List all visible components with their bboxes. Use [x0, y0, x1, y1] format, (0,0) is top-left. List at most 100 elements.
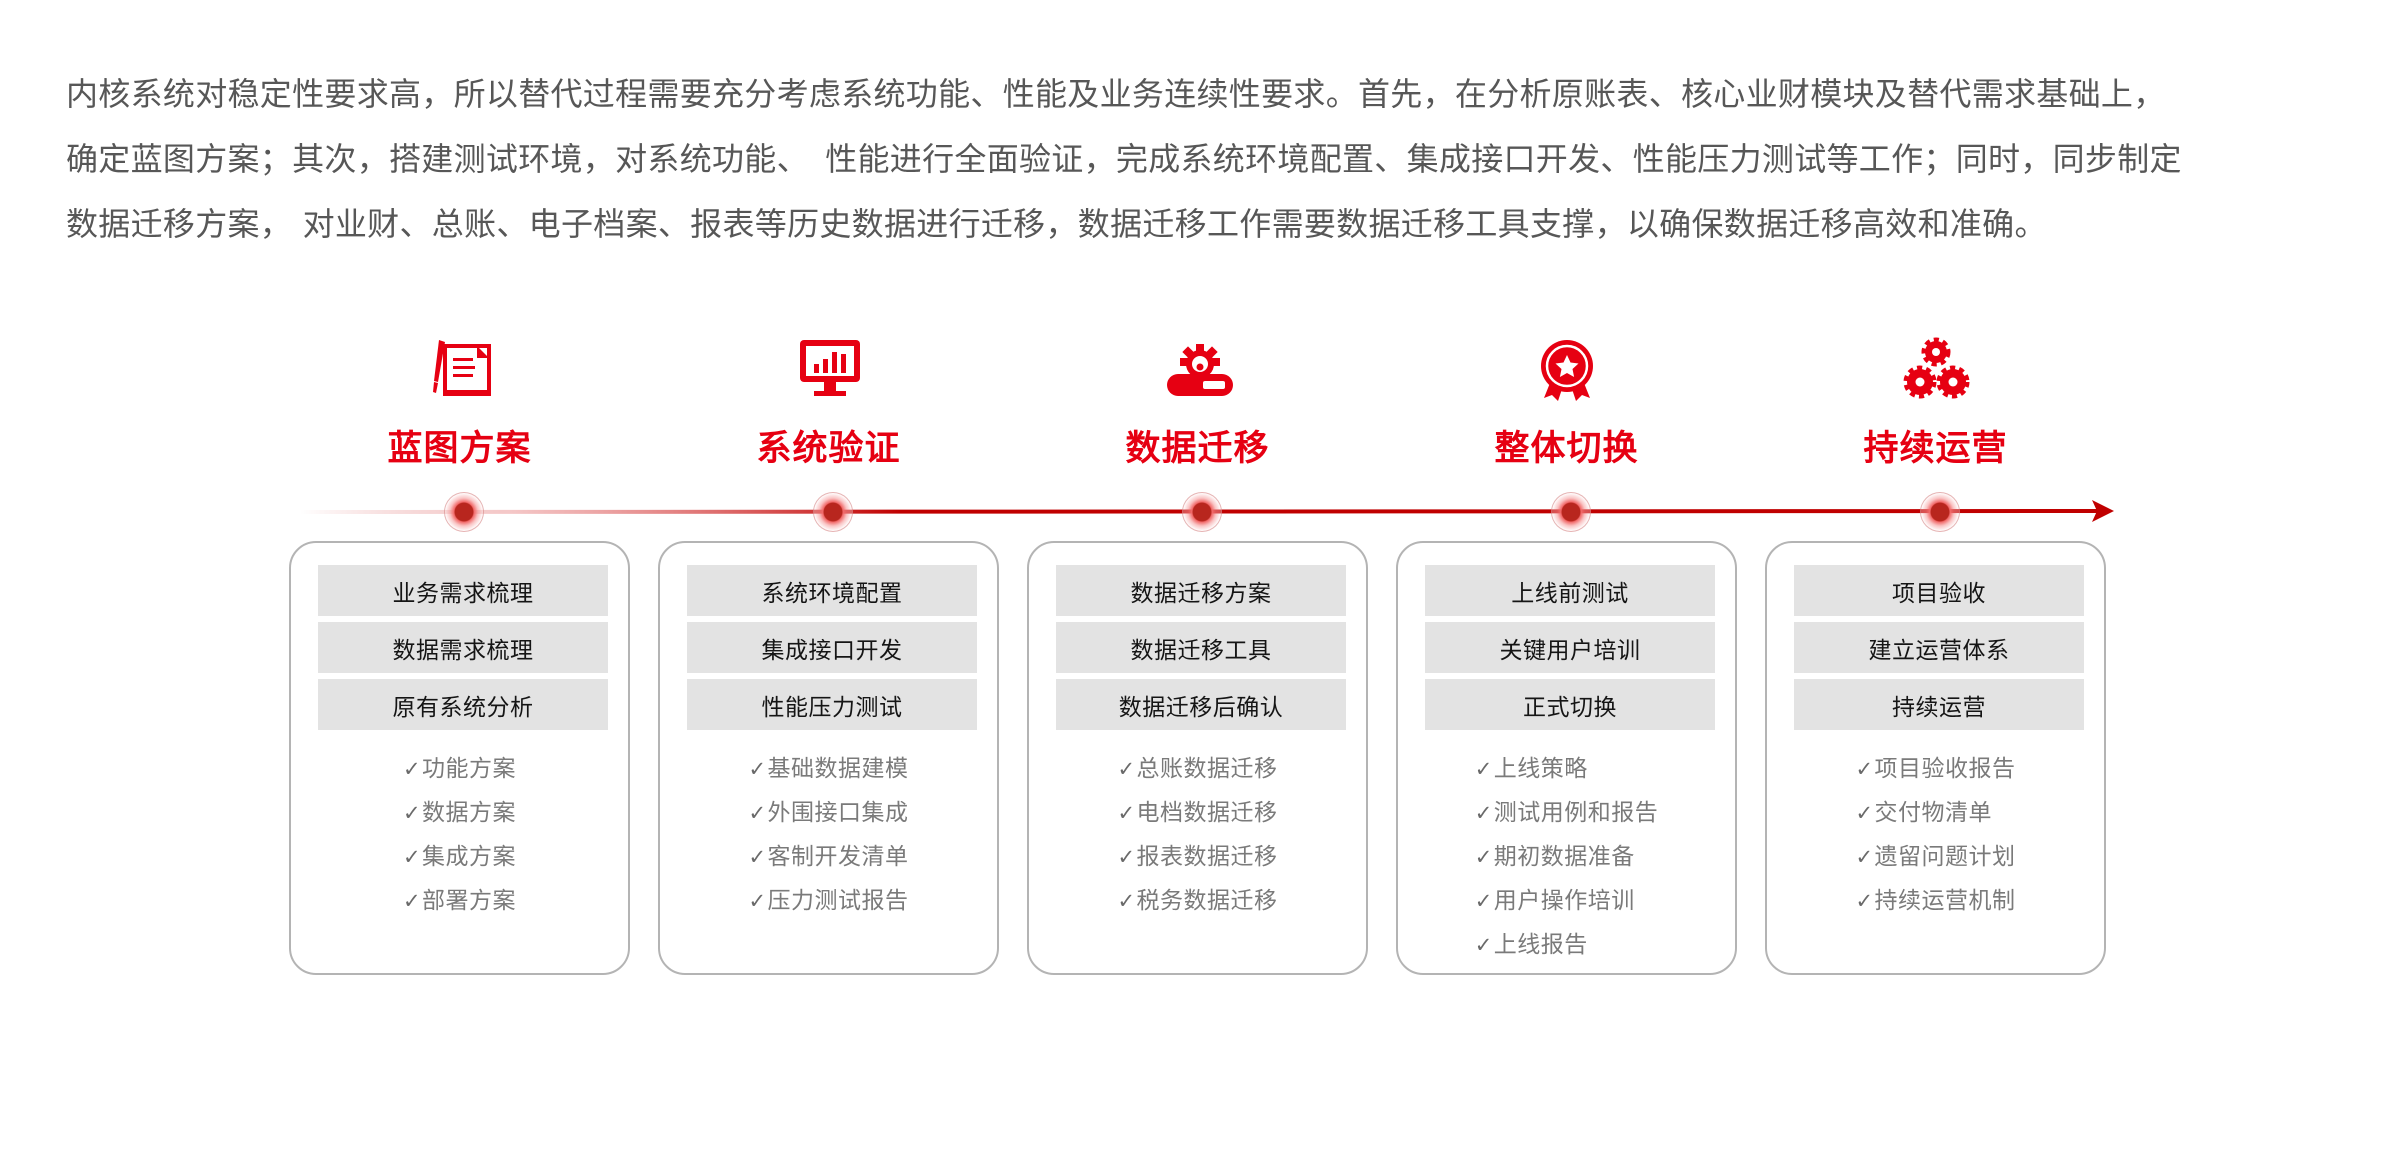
deliverable-item: ✓功能方案: [403, 747, 516, 791]
deliverable-item: ✓集成方案: [403, 835, 516, 879]
deliverable-label: 集成方案: [422, 844, 517, 870]
timeline-node: [812, 492, 853, 532]
task-box: 原有系统分析: [318, 679, 608, 730]
deliverable-item: ✓上线策略: [1475, 747, 1659, 791]
deliverable-item: ✓报表数据迁移: [1117, 835, 1277, 879]
checkmark-icon: ✓: [1855, 845, 1874, 869]
task-box: 数据迁移后确认: [1056, 679, 1346, 730]
deliverable-label: 电档数据迁移: [1136, 800, 1278, 826]
award-badge-icon: [1532, 336, 1602, 402]
deliverable-label: 税务数据迁移: [1136, 888, 1278, 914]
checkmark-icon: ✓: [1474, 757, 1493, 781]
checkmark-icon: ✓: [1117, 845, 1136, 869]
deliverable-label: 上线策略: [1493, 756, 1588, 782]
document-pen-icon: [425, 336, 495, 402]
stage-title: 数据迁移: [1125, 429, 1270, 469]
deliverable-item: ✓部署方案: [403, 879, 516, 923]
task-box: 上线前测试: [1425, 565, 1715, 616]
deliverable-item: ✓项目验收报告: [1855, 747, 2015, 791]
deliverable-label: 压力测试报告: [767, 888, 909, 914]
deliverable-label: 总账数据迁移: [1136, 756, 1278, 782]
checkmark-icon: ✓: [1474, 889, 1493, 913]
deliverable-item: ✓测试用例和报告: [1475, 791, 1659, 835]
stage-title: 系统验证: [756, 429, 901, 469]
deliverable-list: ✓功能方案✓数据方案✓集成方案✓部署方案: [291, 747, 628, 923]
task-box: 建立运营体系: [1794, 622, 2084, 673]
task-box: 数据需求梳理: [318, 622, 608, 673]
deliverable-label: 期初数据准备: [1493, 844, 1635, 870]
deliverable-label: 报表数据迁移: [1136, 844, 1278, 870]
checkmark-icon: ✓: [402, 845, 422, 869]
stage-card: 项目验收建立运营体系持续运营 ✓项目验收报告✓交付物清单✓遗留问题计划✓持续运营…: [1765, 541, 2106, 975]
monitor-chart-icon: [794, 336, 864, 402]
task-box: 性能压力测试: [687, 679, 977, 730]
timeline-node: [1919, 492, 1960, 532]
deliverable-label: 客制开发清单: [767, 844, 909, 870]
deliverable-item: ✓数据方案: [403, 791, 516, 835]
checkmark-icon: ✓: [1855, 889, 1874, 913]
task-box: 持续运营: [1794, 679, 2084, 730]
gear-progress-icon: [1163, 336, 1233, 402]
intro-line: 内核系统对稳定性要求高，所以替代过程需要充分考虑系统功能、性能及业务连续性要求。…: [66, 75, 2166, 113]
checkmark-icon: ✓: [402, 757, 422, 781]
deliverable-item: ✓总账数据迁移: [1117, 747, 1277, 791]
task-box-list: 业务需求梳理数据需求梳理原有系统分析: [318, 565, 608, 736]
deliverable-label: 测试用例和报告: [1493, 800, 1659, 826]
intro-line: 数据迁移方案， 对业财、总账、电子档案、报表等历史数据进行迁移，数据迁移工作需要…: [66, 205, 2047, 243]
task-box-list: 系统环境配置集成接口开发性能压力测试: [687, 565, 977, 736]
task-box: 数据迁移工具: [1056, 622, 1346, 673]
stage-title: 整体切换: [1494, 429, 1639, 469]
checkmark-icon: ✓: [748, 801, 767, 825]
intro-line: 确定蓝图方案；其次，搭建测试环境，对系统功能、 性能进行全面验证，完成系统环境配…: [66, 140, 2182, 178]
checkmark-icon: ✓: [748, 757, 767, 781]
gears-cluster-icon: [1901, 336, 1971, 402]
checkmark-icon: ✓: [402, 889, 422, 913]
deliverable-list: ✓基础数据建模✓外围接口集成✓客制开发清单✓压力测试报告: [660, 747, 997, 923]
deliverable-label: 基础数据建模: [767, 756, 909, 782]
checkmark-icon: ✓: [1117, 889, 1136, 913]
deliverable-item: ✓压力测试报告: [748, 879, 908, 923]
deliverable-item: ✓遗留问题计划: [1855, 835, 2015, 879]
stage-card: 数据迁移方案数据迁移工具数据迁移后确认 ✓总账数据迁移✓电档数据迁移✓报表数据迁…: [1027, 541, 1368, 975]
timeline-node: [1550, 492, 1591, 532]
deliverable-label: 遗留问题计划: [1874, 844, 2016, 870]
deliverable-label: 功能方案: [422, 756, 517, 782]
intro-paragraph: 内核系统对稳定性要求高，所以替代过程需要充分考虑系统功能、性能及业务连续性要求。…: [66, 62, 2366, 257]
deliverable-label: 数据方案: [422, 800, 517, 826]
deliverable-item: ✓基础数据建模: [748, 747, 908, 791]
stage-card: 上线前测试关键用户培训正式切换 ✓上线策略✓测试用例和报告✓期初数据准备✓用户操…: [1396, 541, 1737, 975]
timeline-node: [1181, 492, 1222, 532]
stage-card: 业务需求梳理数据需求梳理原有系统分析 ✓功能方案✓数据方案✓集成方案✓部署方案: [289, 541, 630, 975]
task-box-list: 上线前测试关键用户培训正式切换: [1425, 565, 1715, 736]
timeline-node: [443, 492, 484, 532]
deliverable-label: 用户操作培训: [1493, 888, 1635, 914]
deliverable-label: 持续运营机制: [1874, 888, 2016, 914]
checkmark-icon: ✓: [748, 889, 767, 913]
deliverable-label: 上线报告: [1493, 932, 1588, 958]
deliverable-item: ✓上线报告: [1475, 923, 1659, 967]
stage-title: 持续运营: [1863, 429, 2008, 469]
stage-title: 蓝图方案: [387, 429, 532, 469]
checkmark-icon: ✓: [748, 845, 767, 869]
checkmark-icon: ✓: [1855, 757, 1874, 781]
task-box: 业务需求梳理: [318, 565, 608, 616]
checkmark-icon: ✓: [1474, 845, 1493, 869]
deliverable-item: ✓期初数据准备: [1475, 835, 1659, 879]
deliverable-item: ✓持续运营机制: [1855, 879, 2015, 923]
checkmark-icon: ✓: [1117, 801, 1136, 825]
task-box-list: 数据迁移方案数据迁移工具数据迁移后确认: [1056, 565, 1346, 736]
deliverable-item: ✓用户操作培训: [1475, 879, 1659, 923]
deliverable-item: ✓交付物清单: [1855, 791, 2015, 835]
task-box: 关键用户培训: [1425, 622, 1715, 673]
checkmark-icon: ✓: [402, 801, 422, 825]
deliverable-item: ✓电档数据迁移: [1117, 791, 1277, 835]
stage-card: 系统环境配置集成接口开发性能压力测试 ✓基础数据建模✓外围接口集成✓客制开发清单…: [658, 541, 999, 975]
task-box: 数据迁移方案: [1056, 565, 1346, 616]
deliverable-label: 项目验收报告: [1874, 756, 2016, 782]
deliverable-label: 外围接口集成: [767, 800, 909, 826]
checkmark-icon: ✓: [1474, 801, 1493, 825]
deliverable-list: ✓总账数据迁移✓电档数据迁移✓报表数据迁移✓税务数据迁移: [1029, 747, 1366, 923]
deliverable-item: ✓客制开发清单: [748, 835, 908, 879]
deliverable-list: ✓上线策略✓测试用例和报告✓期初数据准备✓用户操作培训✓上线报告: [1398, 747, 1735, 967]
task-box: 系统环境配置: [687, 565, 977, 616]
